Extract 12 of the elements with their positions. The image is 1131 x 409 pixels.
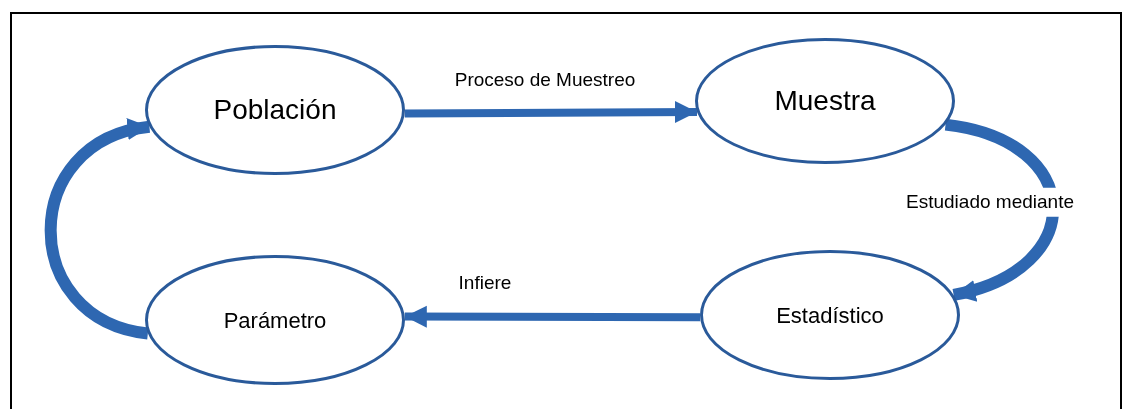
arrow <box>44 120 151 340</box>
node-label: Muestra <box>774 84 876 118</box>
arrow <box>404 101 697 124</box>
node-label: Población <box>213 93 337 127</box>
ellipse-node <box>700 250 960 380</box>
ellipse-node <box>145 45 405 175</box>
ellipse-node <box>145 255 405 385</box>
arrow <box>944 118 1059 301</box>
node-label: Estadístico <box>776 301 884 330</box>
arrow <box>404 305 701 328</box>
ellipse-node <box>695 38 955 164</box>
node-label: Parámetro <box>223 306 327 335</box>
